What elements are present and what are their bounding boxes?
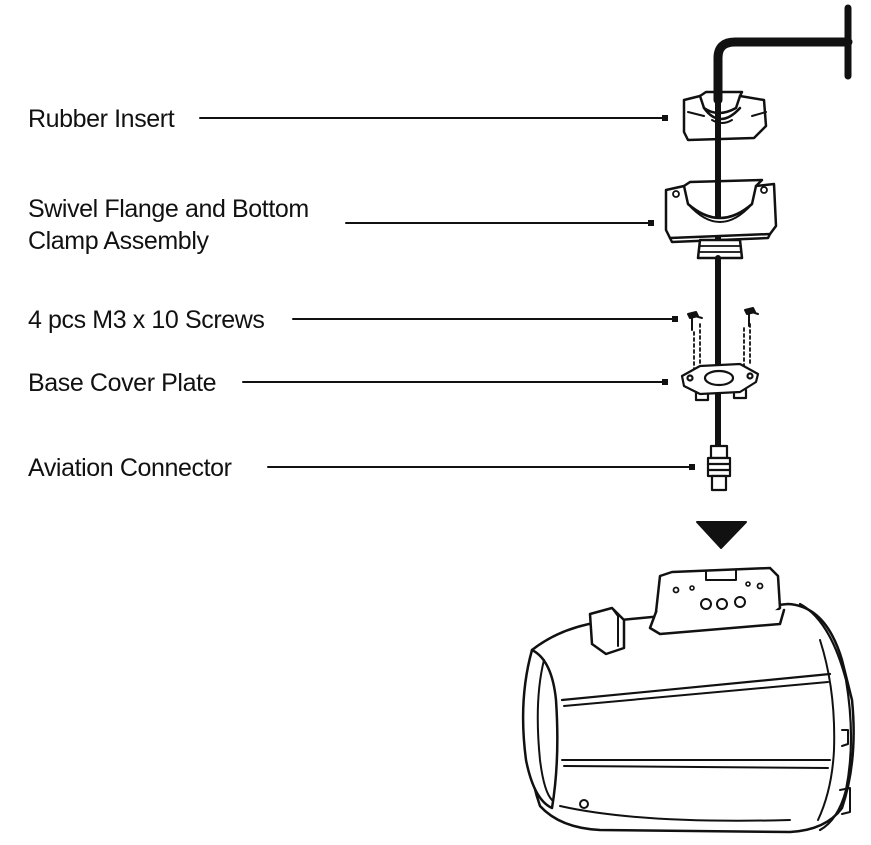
camera-housing-icon — [521, 566, 855, 834]
aviation-connector-icon — [706, 444, 732, 492]
mount-pipe-icon — [713, 4, 853, 105]
label-swivel-flange-line1: Swivel Flange and Bottom — [28, 195, 309, 223]
label-base-cover-plate: Base Cover Plate — [28, 369, 217, 397]
swivel-flange-icon — [664, 178, 778, 260]
down-triangle-arrow-icon — [696, 521, 747, 549]
leader-lines — [199, 115, 695, 470]
label-aviation-connector: Aviation Connector — [28, 454, 232, 482]
base-cover-plate-icon — [680, 362, 760, 402]
label-rubber-insert: Rubber Insert — [28, 105, 175, 133]
screws-icon — [687, 307, 759, 371]
label-swivel-flange-line2: Clamp Assembly — [28, 227, 209, 255]
label-screws: 4 pcs M3 x 10 Screws — [28, 306, 265, 334]
rubber-insert-icon — [682, 90, 768, 142]
